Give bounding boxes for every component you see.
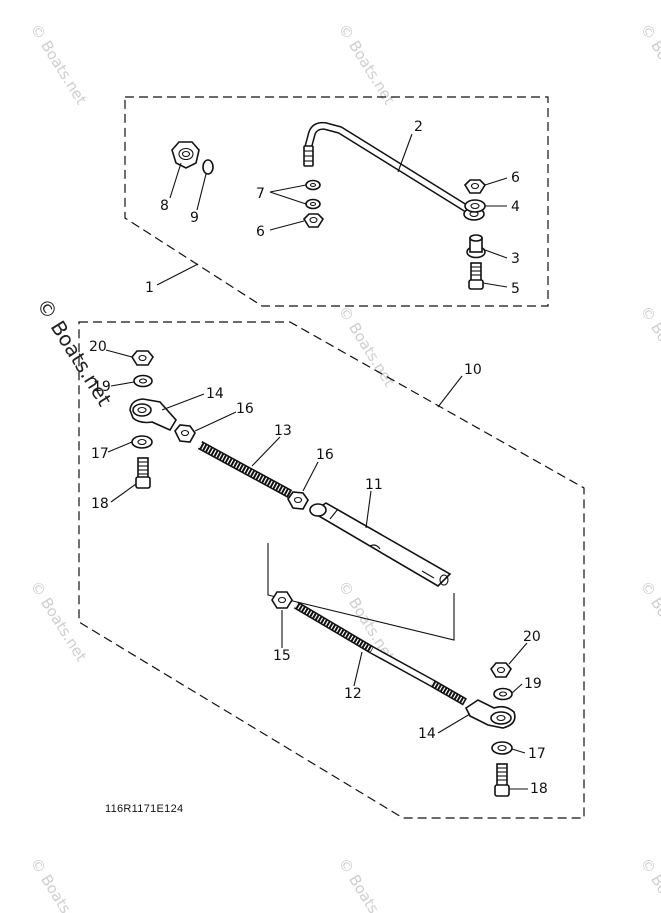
bolt (468, 262, 484, 290)
nut (463, 179, 487, 194)
callout-3: 3 (511, 251, 520, 267)
callout-18: 18 (91, 496, 109, 512)
watermark-layer: © Boats.net © Boats.net © Boats.net © Bo… (27, 21, 661, 913)
callout-7: 7 (256, 186, 265, 202)
leader-lines (105, 349, 528, 790)
callout-20: 20 (523, 629, 541, 645)
tie-bar-tube (309, 502, 452, 588)
watermark: © Boats.net (27, 855, 91, 913)
watermark: © Boats.net (637, 855, 661, 913)
watermark: © Boats.net (27, 578, 91, 665)
subgroup-bracket (267, 543, 455, 641)
bolt (494, 763, 510, 797)
callout-17: 17 (528, 746, 546, 762)
callout-9: 9 (190, 210, 199, 226)
callout-14: 14 (206, 386, 224, 402)
watermark: © Boats.net (637, 578, 661, 665)
watermark: © Boats.net (335, 578, 399, 665)
rod-end (129, 398, 177, 432)
callout-16: 16 (236, 401, 254, 417)
callout-15: 15 (273, 648, 291, 664)
callout-6: 6 (256, 224, 265, 240)
watermark: © Boats.net (637, 21, 661, 108)
callout-2: 2 (414, 119, 423, 135)
callout-13: 13 (274, 423, 292, 439)
nut (287, 491, 309, 510)
callout-14: 14 (418, 726, 436, 742)
callout-11: 11 (365, 477, 383, 493)
callout-20: 20 (89, 339, 107, 355)
nut (490, 662, 512, 678)
nut (174, 424, 196, 443)
callout-5: 5 (511, 281, 520, 297)
watermark: © Boats.net (335, 303, 399, 390)
nut (271, 591, 293, 609)
rod-end (464, 699, 516, 729)
group-outline-steering-link (124, 96, 549, 307)
callout-4: 4 (511, 199, 520, 215)
callout-6: 6 (511, 170, 520, 186)
threaded-rod (293, 601, 467, 706)
bolt (135, 457, 151, 489)
leader-lines (156, 133, 508, 288)
steering-link-rod (303, 121, 485, 221)
washer (491, 741, 513, 755)
washer (464, 199, 486, 213)
callout-10: 10 (464, 362, 482, 378)
callout-17: 17 (91, 446, 109, 462)
callout-18: 18 (530, 781, 548, 797)
cap (202, 159, 214, 175)
watermark: © Boats.net (637, 303, 661, 390)
washer (493, 687, 513, 701)
washer (133, 374, 153, 388)
diagram-code: 116R1171E124 (105, 803, 183, 815)
washer (131, 435, 153, 449)
callout-16: 16 (316, 447, 334, 463)
watermark: © Boats.net (27, 21, 91, 108)
threaded-rod (197, 441, 293, 498)
watermark: © Boats.net (335, 21, 399, 108)
callout-labels: 1 2 3 4 5 6 6 7 8 9 10 11 12 13 14 14 15… (89, 119, 548, 797)
group-outline-tie-bar (78, 321, 585, 819)
callout-12: 12 (344, 686, 362, 702)
callout-8: 8 (160, 198, 169, 214)
nut (302, 213, 325, 228)
watermark: © Boats.net (335, 855, 399, 913)
washer-pair (305, 179, 321, 210)
bushing (466, 234, 486, 259)
self-locking-nut (171, 141, 200, 169)
nut (131, 350, 154, 366)
callout-19: 19 (524, 676, 542, 692)
callout-19: 19 (93, 379, 111, 395)
callout-1: 1 (145, 280, 154, 296)
